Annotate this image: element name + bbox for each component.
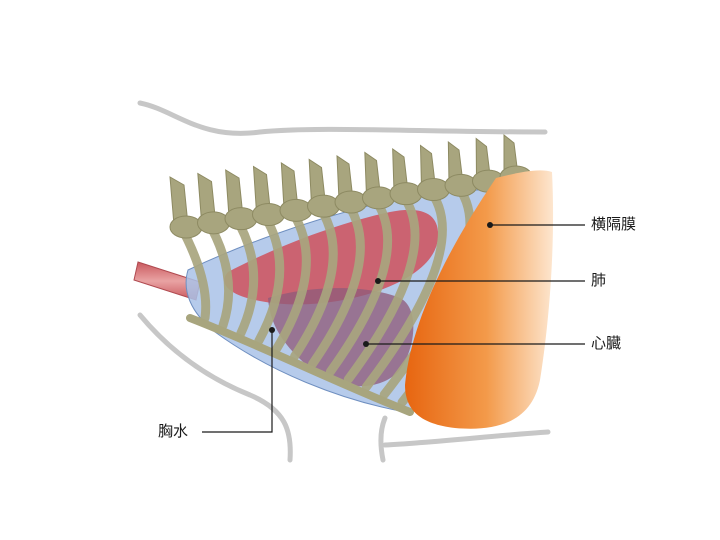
rib (290, 199, 338, 361)
diaphragm-dot (487, 222, 493, 228)
leader-dots (269, 222, 493, 347)
rib (308, 195, 365, 369)
sternum (186, 314, 414, 416)
vertebra (252, 203, 285, 226)
rib (325, 191, 393, 377)
rib (361, 183, 447, 392)
vertebra (224, 207, 258, 231)
vertebra (444, 173, 478, 197)
label-pleural-effusion: 胸水 (158, 422, 189, 440)
vertebra (197, 211, 230, 235)
label-lung: 肺 (591, 271, 607, 289)
vertebra (307, 194, 340, 218)
effusion-dot (269, 327, 275, 333)
diaphragm-shape (405, 170, 554, 429)
vertebra (389, 182, 423, 206)
leader-lines (202, 224, 585, 433)
vertebra (417, 178, 450, 201)
vertebra (334, 190, 368, 214)
vertebra (279, 198, 313, 222)
vertebra (169, 215, 203, 239)
label-heart: 心臓 (591, 334, 622, 352)
vertebra (362, 186, 395, 210)
lung-dot (375, 278, 381, 284)
label-diaphragm: 横隔膜 (591, 215, 637, 233)
heart-dot (363, 341, 369, 347)
body-outline (137, 100, 551, 463)
rib (343, 187, 420, 384)
heart-shape (268, 288, 414, 387)
